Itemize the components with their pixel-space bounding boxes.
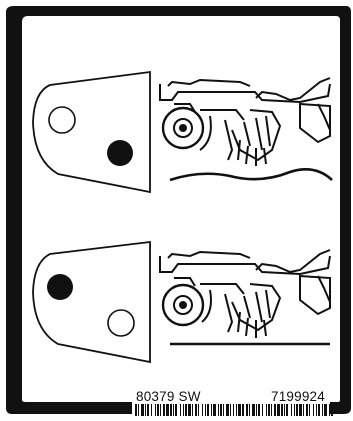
- top-panel: [32, 70, 333, 194]
- cultivator-top-icon: [159, 77, 331, 166]
- cultivator-bottom-icon: [159, 249, 331, 338]
- terrain-wavy-line: [169, 168, 333, 182]
- barcode: [135, 404, 333, 416]
- bottom-panel: [32, 240, 331, 364]
- hole-open-icon: [107, 309, 135, 337]
- hole-filled-icon: [47, 274, 73, 300]
- hole-open-icon: [48, 106, 76, 134]
- hole-filled-icon: [107, 140, 133, 166]
- bracket-plate-top: [32, 70, 151, 194]
- part-code: 80379 SW: [136, 389, 201, 404]
- serial-number: 7199924: [271, 389, 325, 404]
- bracket-plate-bottom: [32, 240, 151, 364]
